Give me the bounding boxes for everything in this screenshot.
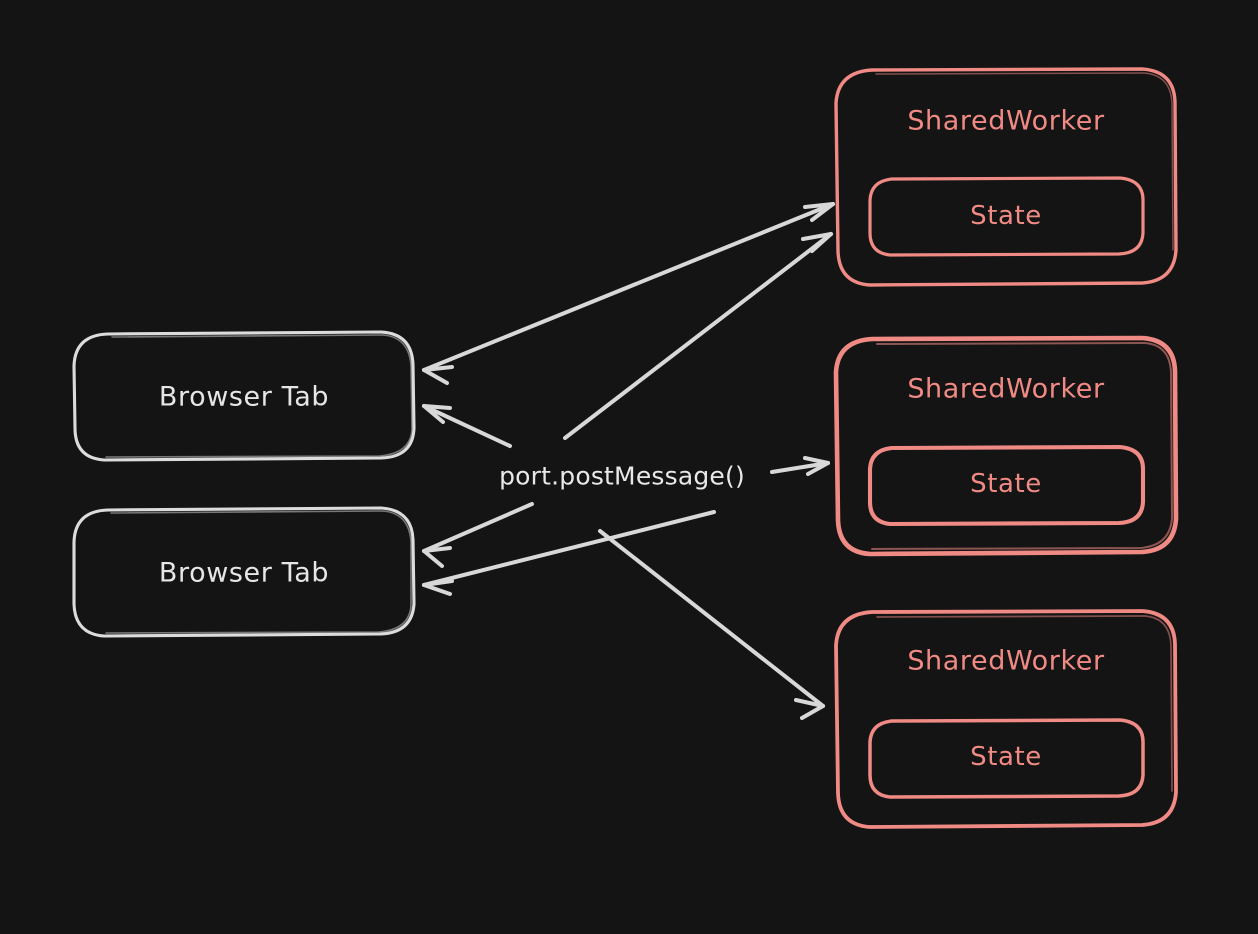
shared-worker-1-border — [834, 67, 1178, 287]
shared-worker-2-border-sketch — [871, 342, 1173, 550]
shared-worker-3-border — [834, 609, 1178, 829]
shared-worker-2-border — [833, 335, 1179, 557]
shared-worker-1-node[interactable] — [834, 67, 1178, 287]
arrow-layer — [422, 202, 835, 720]
shared-worker-1-state-border — [868, 176, 1145, 257]
shared-worker-3-state-border — [868, 718, 1145, 799]
arrow-label-to-worker1 — [563, 232, 833, 440]
shared-worker-3-node[interactable] — [834, 609, 1178, 829]
browser-tab-2-border — [72, 506, 416, 638]
shared-worker-1-border-sketch — [875, 72, 1174, 251]
arrow-tab1-to-worker1 — [422, 202, 835, 385]
browser-tab-1-border — [72, 330, 416, 462]
arrow-label-to-tab1 — [422, 404, 512, 448]
port-postmessage-label: port.postMessage() — [499, 461, 745, 491]
shared-worker-3-border-sketch — [876, 615, 1173, 792]
browser-tab-1-border-sketch — [105, 334, 413, 458]
arrow-label-to-worker3 — [598, 529, 825, 720]
shared-worker-2-state-border — [867, 444, 1146, 527]
arrow-label-to-tab2 — [422, 502, 534, 568]
shared-worker-2-node[interactable] — [833, 335, 1179, 557]
browser-tab-1-node[interactable] — [72, 330, 416, 462]
browser-tab-2-node[interactable] — [72, 506, 416, 638]
browser-tab-2-border-sketch — [105, 510, 412, 634]
arrow-label-to-worker2 — [770, 456, 830, 476]
arrow-worker3-to-tab2 — [422, 510, 716, 596]
